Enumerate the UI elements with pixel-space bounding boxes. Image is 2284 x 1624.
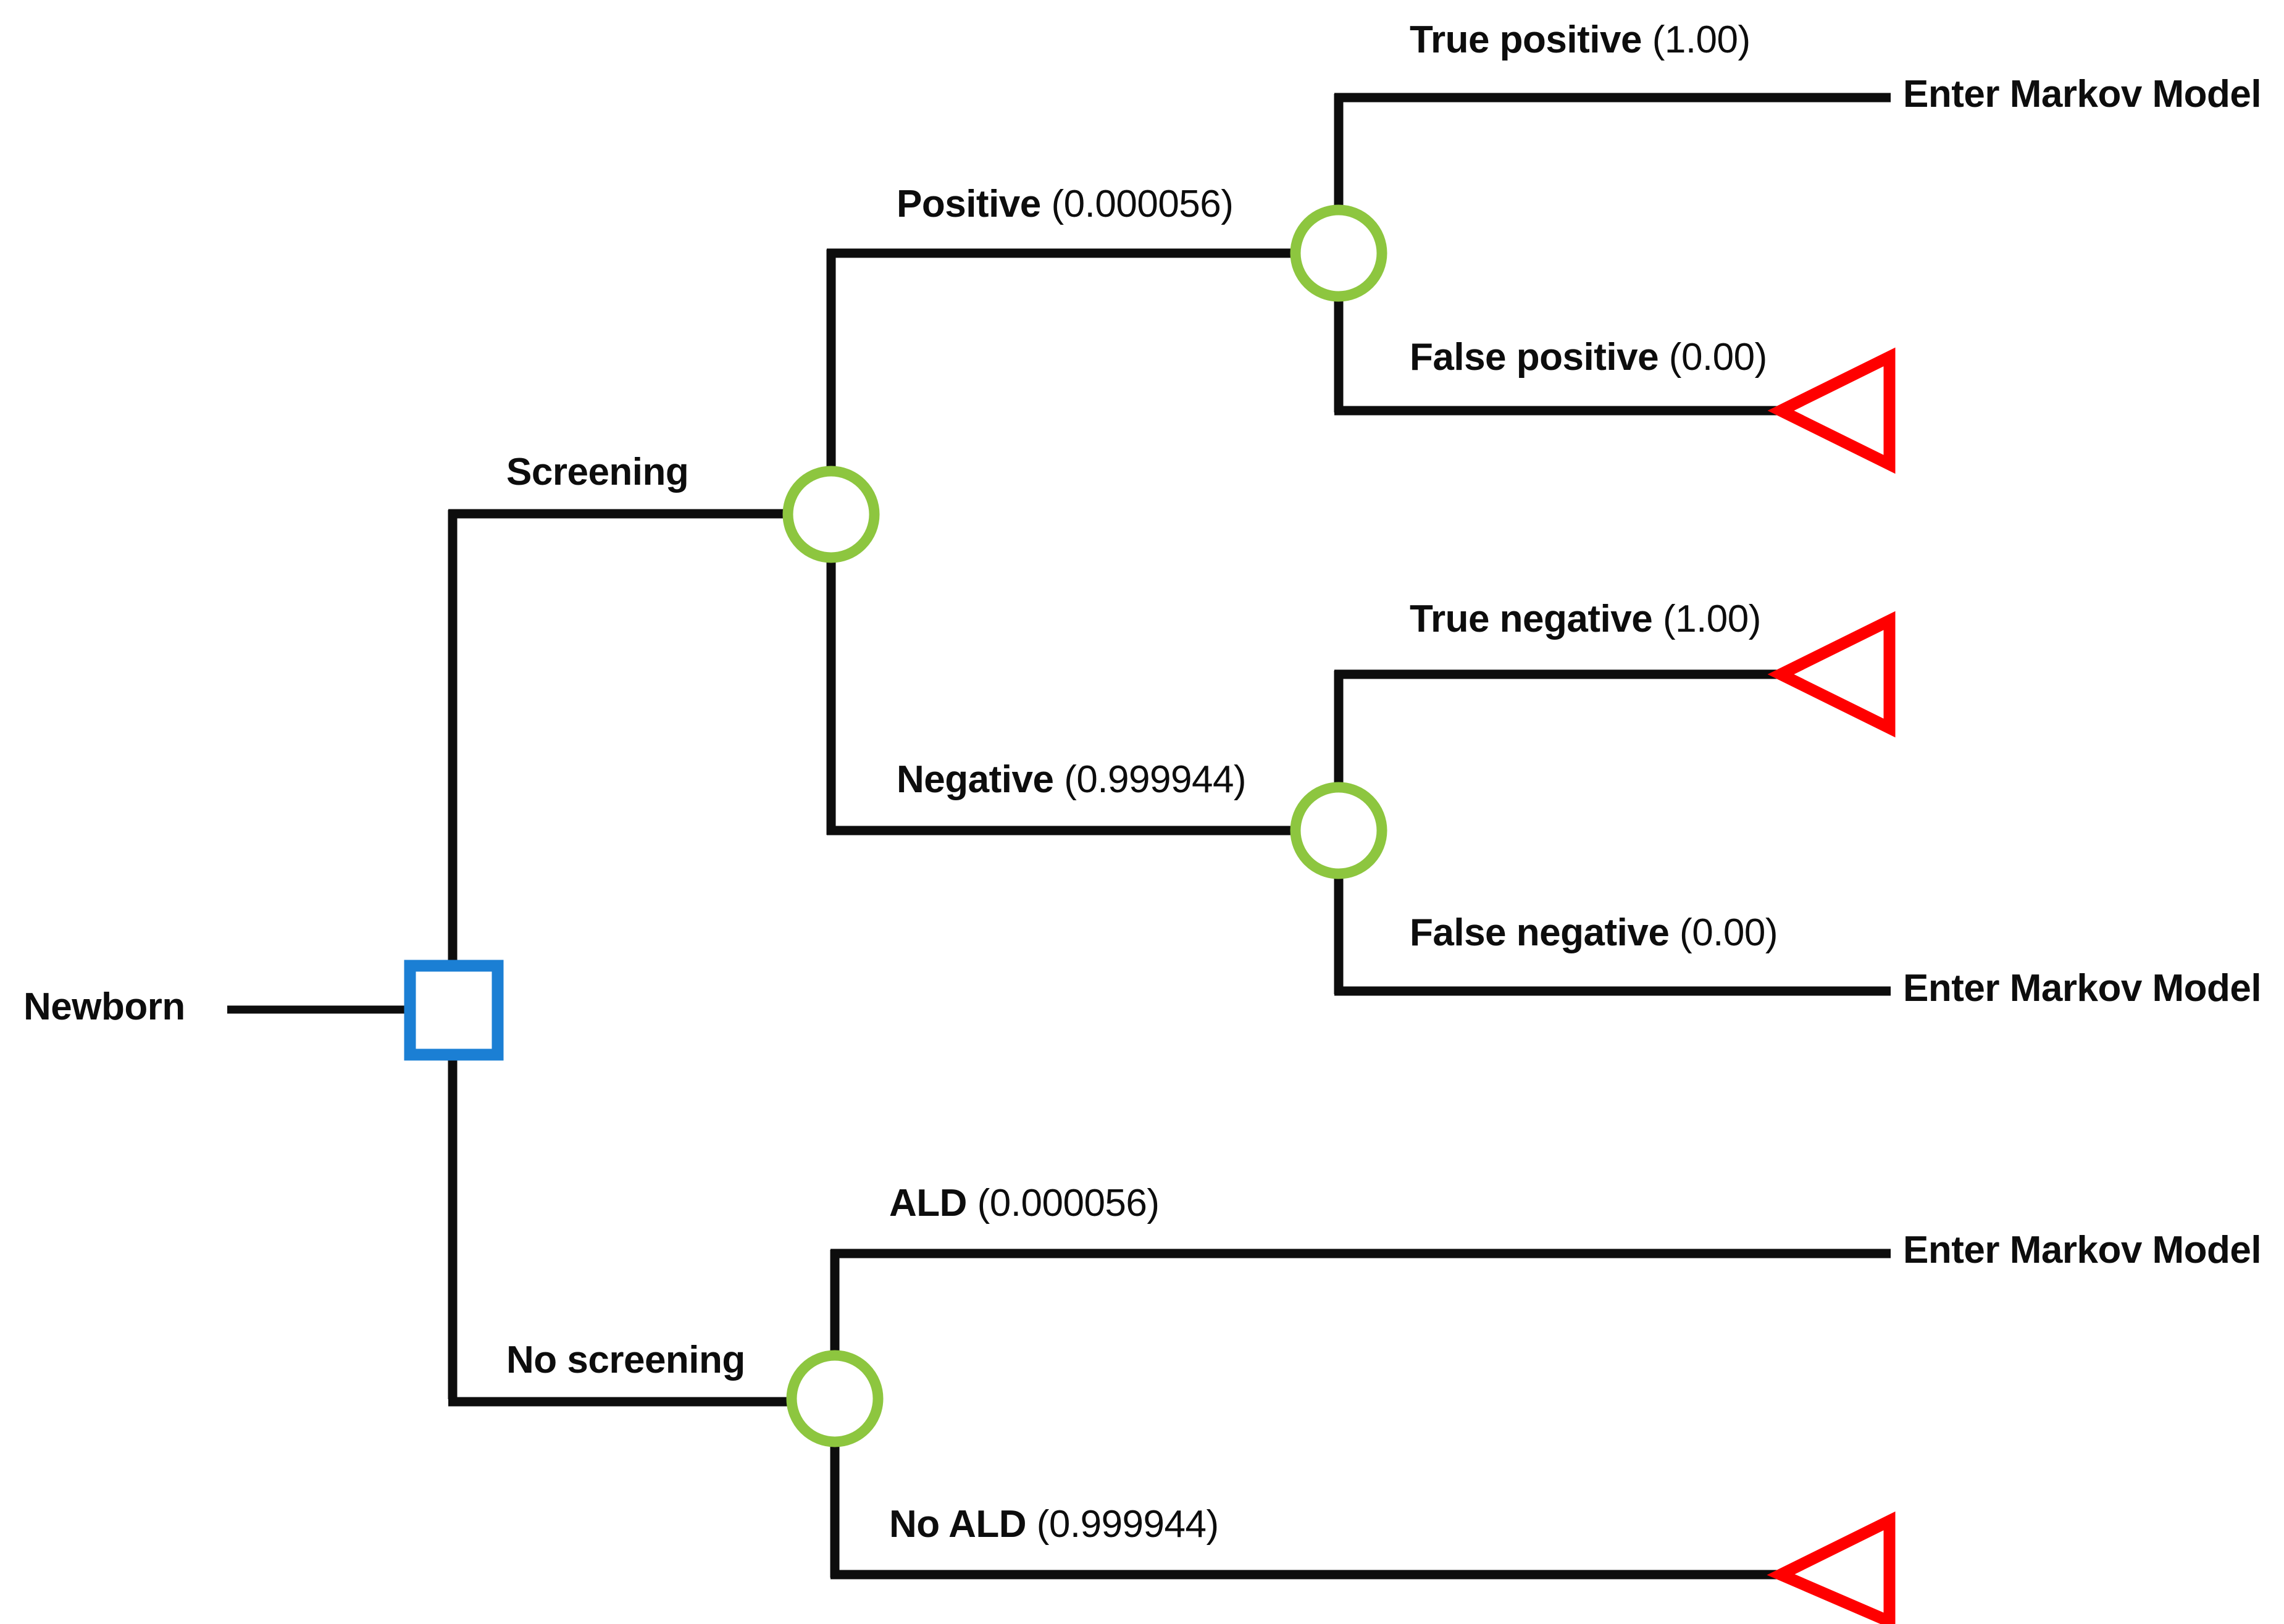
terminal-node-no-ald[interactable] (1767, 1511, 1896, 1624)
terminal-label-ald: Enter Markov Model (1903, 1229, 2262, 1271)
negative-branch-name: Negative (897, 758, 1054, 801)
no-screening-branch-label: No screening (506, 1341, 745, 1379)
root-label: Newborn (23, 986, 185, 1028)
true-positive-branch-name: True positive (1410, 19, 1642, 61)
false-negative-branch-probability: (0.00) (1680, 911, 1778, 954)
no-screening-branch-name: No screening (506, 1339, 745, 1381)
negative-branch-probability: (0.999944) (1064, 758, 1247, 801)
terminal-node-false-positive[interactable] (1767, 347, 1896, 474)
true-positive-branch-probability: (1.00) (1652, 19, 1751, 61)
positive-branch-probability: (0.000056) (1051, 183, 1234, 225)
false-negative-branch-name: False negative (1410, 911, 1670, 954)
terminal-node-true-negative[interactable] (1767, 611, 1896, 738)
false-negative-branch-label: False negative (0.00) (1410, 914, 1778, 952)
chance-node-negative[interactable] (1290, 782, 1387, 879)
true-negative-branch-name: True negative (1410, 598, 1653, 640)
true-negative-branch-label: True negative (1.00) (1410, 600, 1761, 638)
true-positive-branch-label: True positive (1.00) (1410, 21, 1751, 59)
false-positive-branch-probability: (0.00) (1668, 336, 1767, 379)
negative-branch-label: Negative (0.999944) (897, 758, 1247, 801)
screening-branch-label: Screening (506, 451, 689, 493)
no-ald-branch-probability: (0.999944) (1036, 1503, 1219, 1546)
terminal-label-true-positive: Enter Markov Model (1903, 73, 2262, 115)
chance-node-positive[interactable] (1290, 204, 1387, 302)
true-negative-branch-probability: (1.00) (1662, 598, 1761, 640)
false-positive-branch-label: False positive (0.00) (1410, 338, 1767, 377)
decision-node-square[interactable] (404, 960, 504, 1061)
chance-node-no-screening[interactable] (786, 1350, 884, 1447)
terminal-label-false-negative: Enter Markov Model (1903, 967, 2262, 1010)
no-ald-branch-label: No ALD (0.999944) (889, 1505, 1219, 1544)
ald-branch-probability: (0.000056) (977, 1182, 1160, 1224)
false-positive-branch-name: False positive (1410, 336, 1659, 379)
ald-branch-name: ALD (889, 1182, 967, 1224)
screening-branch-name: Screening (506, 451, 689, 493)
positive-branch-name: Positive (897, 183, 1041, 225)
chance-node-screening[interactable] (782, 466, 880, 563)
ald-branch-label: ALD (0.000056) (889, 1184, 1160, 1223)
positive-branch-label: Positive (0.000056) (897, 183, 1234, 225)
no-ald-branch-name: No ALD (889, 1503, 1027, 1546)
